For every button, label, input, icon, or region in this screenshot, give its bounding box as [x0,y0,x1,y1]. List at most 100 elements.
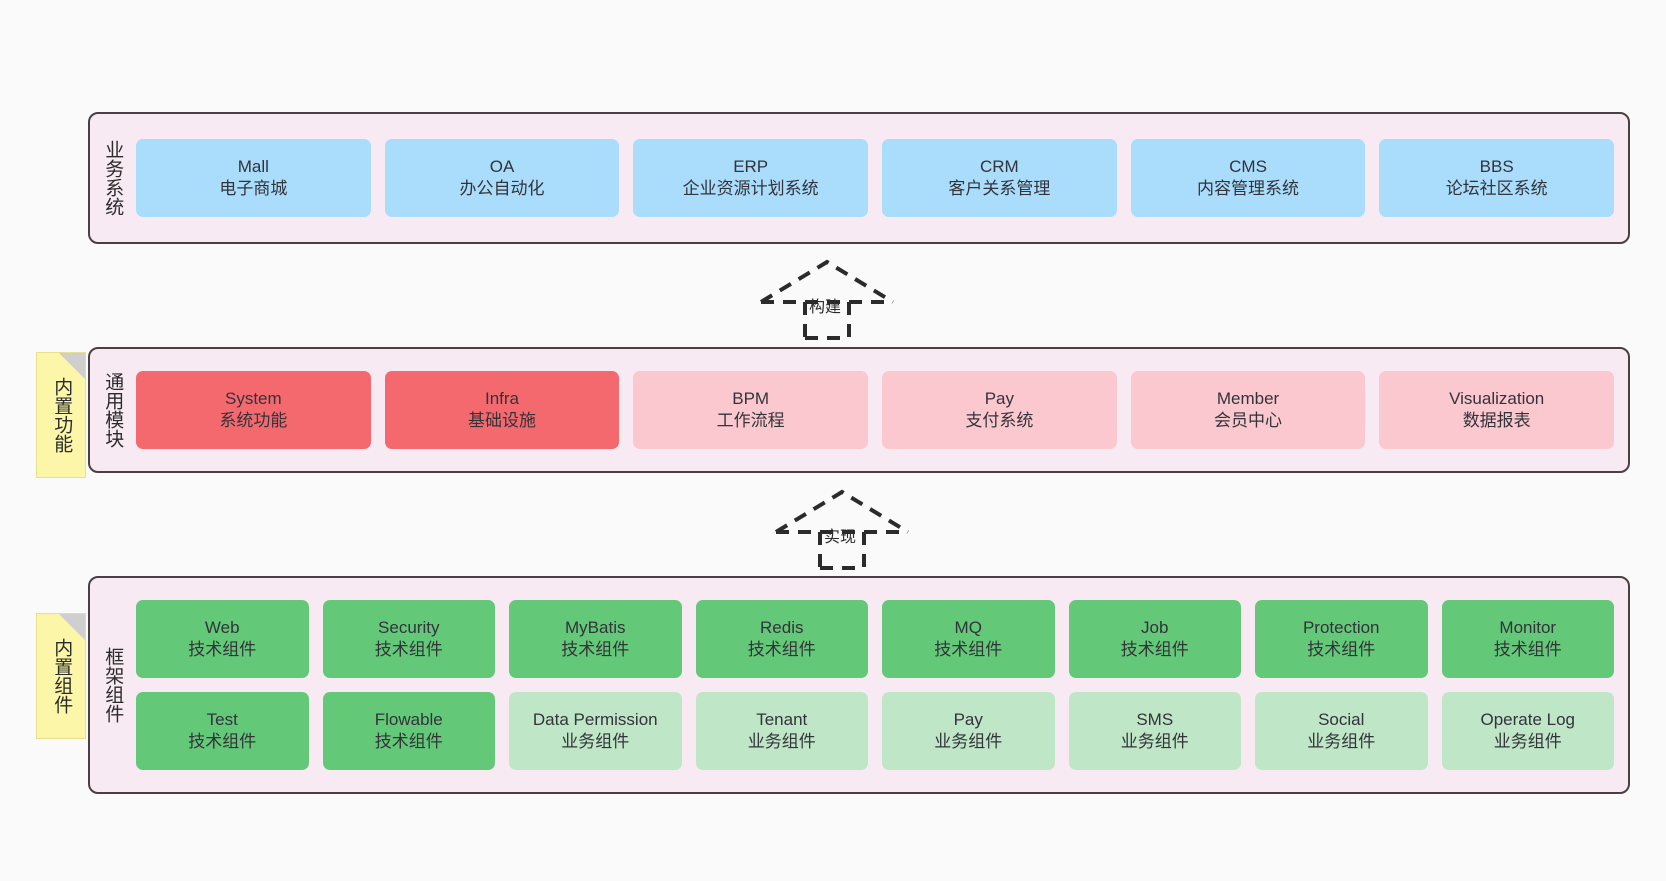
card-bpm[interactable]: BPM 工作流程 [633,371,869,449]
card-subtitle: 企业资源计划系统 [682,179,819,198]
card-oa[interactable]: OA 办公自动化 [384,139,620,217]
card-title: Flowable [374,710,443,730]
card-title: Data Permission [532,710,658,730]
card-subtitle: 业务组件 [934,732,1003,751]
card-monitor[interactable]: Monitor 技术组件 [1441,600,1614,678]
generalization-arrow-icon [774,489,910,570]
card-subtitle: 业务组件 [1120,732,1189,751]
connector-implement: 实现 [772,488,912,570]
card-operate-log[interactable]: Operate Log 业务组件 [1441,692,1614,770]
card-crm[interactable]: CRM 客户关系管理 [882,139,1117,217]
card-subtitle: 工作流程 [716,411,785,430]
card-member[interactable]: Member 会员中心 [1130,371,1366,449]
card-flowable[interactable]: Flowable 技术组件 [322,692,495,770]
card-security[interactable]: Security 技术组件 [322,600,495,678]
layer-body-framework-components: Web 技术组件 Security 技术组件 MyBatis 技术组件 Redi… [134,578,1628,792]
card-subtitle: 技术组件 [747,640,816,659]
card-subtitle: 技术组件 [374,732,443,751]
card-subtitle: 会员中心 [1214,411,1283,430]
card-title: BBS [1479,157,1514,177]
card-title: Security [378,618,440,638]
card-title: Test [206,710,238,730]
card-mybatis[interactable]: MyBatis 技术组件 [509,600,682,678]
card-subtitle: 技术组件 [188,732,257,751]
card-subtitle: 技术组件 [1307,640,1376,659]
card-subtitle: 数据报表 [1462,411,1531,430]
card-row: Mall 电子商城 OA 办公自动化 ERP 企业资源计划系统 CRM 客户关系… [136,139,1615,217]
card-title: Pay [953,710,983,730]
card-title: System [224,389,282,409]
layer-body-common-modules: System 系统功能 Infra 基础设施 BPM 工作流程 Pay 支付系统… [134,349,1628,471]
card-title: Tenant [756,710,808,730]
card-subtitle: 技术组件 [1493,640,1562,659]
card-visualization[interactable]: Visualization 数据报表 [1379,371,1615,449]
card-title: Visualization [1449,389,1545,409]
card-cms[interactable]: CMS 内容管理系统 [1130,139,1366,217]
card-sms[interactable]: SMS 业务组件 [1068,692,1241,770]
card-pay-component[interactable]: Pay 业务组件 [882,692,1055,770]
connector-label-build: 构建 [809,299,842,316]
card-subtitle: 系统功能 [219,411,288,430]
note-fold-corner-icon [59,353,85,379]
card-title: BPM [732,389,770,409]
card-subtitle: 技术组件 [1120,640,1189,659]
card-title: OA [489,157,515,177]
card-mq[interactable]: MQ 技术组件 [882,600,1055,678]
card-subtitle: 技术组件 [188,640,257,659]
note-builtin-features: 内置功能 [36,352,86,478]
card-subtitle: 技术组件 [374,640,443,659]
card-infra[interactable]: Infra 基础设施 [384,371,620,449]
card-web[interactable]: Web 技术组件 [136,600,309,678]
card-subtitle: 业务组件 [747,732,816,751]
card-pay-module[interactable]: Pay 支付系统 [882,371,1117,449]
connector-label-implement: 实现 [824,529,857,546]
card-title: CRM [979,157,1019,177]
card-title: Redis [760,618,804,638]
card-subtitle: 论坛社区系统 [1445,179,1548,198]
card-protection[interactable]: Protection 技术组件 [1255,600,1428,678]
card-tenant[interactable]: Tenant 业务组件 [695,692,868,770]
card-subtitle: 支付系统 [965,411,1034,430]
layer-business-system: 业务系统 Mall 电子商城 OA 办公自动化 ERP 企业资源计划系统 CRM [88,112,1630,244]
card-mall[interactable]: Mall 电子商城 [136,139,371,217]
layer-caption-framework-components: 框架组件 [102,647,124,723]
card-title: Web [204,618,240,638]
generalization-arrow-icon [759,259,895,340]
connector-build: 构建 [757,258,897,340]
card-subtitle: 业务组件 [1493,732,1562,751]
card-data-permission[interactable]: Data Permission 业务组件 [509,692,682,770]
note-label: 内置组件 [51,638,73,714]
card-subtitle: 电子商城 [219,179,288,198]
card-subtitle: 客户关系管理 [948,179,1051,198]
card-subtitle: 内容管理系统 [1197,179,1300,198]
card-title: Mall [237,157,269,177]
card-job[interactable]: Job 技术组件 [1068,600,1241,678]
card-title: SMS [1136,710,1174,730]
card-social[interactable]: Social 业务组件 [1255,692,1428,770]
card-title: MQ [954,618,982,638]
layer-caption-business-system: 业务系统 [102,140,124,216]
card-title: Protection [1302,618,1380,638]
layer-common-modules: 通用模块 System 系统功能 Infra 基础设施 BPM 工作流程 Pay [88,347,1630,473]
card-system[interactable]: System 系统功能 [136,371,371,449]
card-title: Monitor [1499,618,1557,638]
note-builtin-components: 内置组件 [36,613,86,739]
card-subtitle: 基础设施 [468,411,536,430]
card-title: Infra [484,389,520,409]
card-test[interactable]: Test 技术组件 [136,692,309,770]
card-subtitle: 技术组件 [561,640,630,659]
card-title: Pay [984,389,1014,409]
card-title: ERP [733,157,769,177]
card-rows: Web 技术组件 Security 技术组件 MyBatis 技术组件 Redi… [136,600,1614,770]
card-title: Job [1141,618,1169,638]
card-redis[interactable]: Redis 技术组件 [695,600,868,678]
card-title: CMS [1229,157,1267,177]
card-erp[interactable]: ERP 企业资源计划系统 [633,139,869,217]
card-bbs[interactable]: BBS 论坛社区系统 [1379,139,1615,217]
layer-caption-common-modules: 通用模块 [102,372,124,448]
note-fold-corner-icon [59,614,85,640]
card-subtitle: 业务组件 [561,732,630,751]
card-title: Social [1318,710,1365,730]
layer-body-business-system: Mall 电子商城 OA 办公自动化 ERP 企业资源计划系统 CRM 客户关系… [134,114,1628,242]
